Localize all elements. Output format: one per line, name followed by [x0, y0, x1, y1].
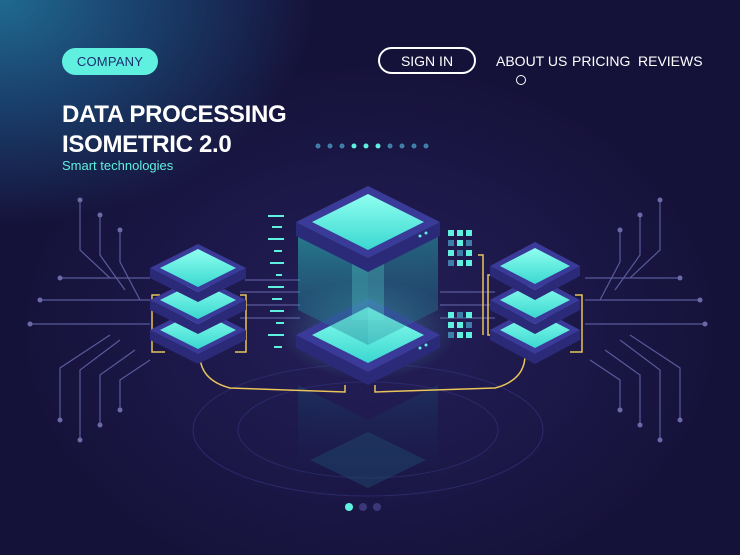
page-title: DATA PROCESSING ISOMETRIC 2.0 [62, 100, 287, 160]
page-subtitle: Smart technologies [62, 158, 174, 173]
nav-about-us[interactable]: ABOUT US [496, 53, 568, 69]
company-button[interactable]: COMPANY [62, 48, 158, 75]
tower-reflection [298, 385, 438, 505]
server-rack-right-icon [490, 242, 580, 364]
pager-dot[interactable] [345, 503, 353, 511]
nav-active-indicator [516, 75, 526, 85]
title-line-1: DATA PROCESSING [62, 101, 287, 128]
sign-in-button[interactable]: SIGN IN [378, 47, 476, 74]
slide-pager [345, 503, 381, 511]
server-rack-left-icon [150, 244, 246, 364]
pager-dot[interactable] [359, 503, 367, 511]
title-line-2: ISOMETRIC 2.0 [62, 131, 232, 158]
circuit-nodes [27, 197, 708, 443]
progress-dots [315, 143, 429, 149]
server-tower-icon [278, 186, 458, 385]
nav-reviews[interactable]: REVIEWS [638, 53, 703, 69]
nav-pricing[interactable]: PRICING [572, 53, 631, 69]
pager-dot[interactable] [373, 503, 381, 511]
circuit-lines-icon [30, 200, 705, 440]
